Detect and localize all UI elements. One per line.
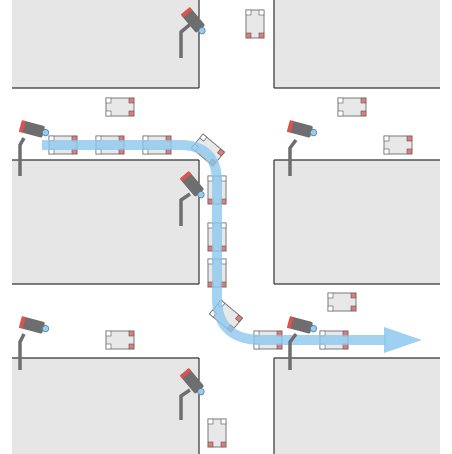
vehicle (383, 135, 413, 155)
vehicle (105, 330, 135, 350)
surveillance-camera-icon (179, 170, 205, 226)
building-block (273, 159, 440, 285)
building-block (273, 0, 440, 89)
vehicle (337, 97, 367, 117)
trajectory-arrowhead (384, 327, 422, 353)
cameras-layer (18, 6, 318, 420)
surveillance-camera-icon (179, 6, 206, 58)
building-block (12, 357, 200, 454)
surveillance-camera-icon (18, 120, 50, 176)
trajectory-path (42, 140, 386, 345)
surveillance-camera-icon (286, 120, 318, 176)
vehicle-trajectory (42, 140, 422, 353)
building-block (12, 159, 200, 285)
vehicle (245, 9, 265, 39)
surveillance-camera-icon (286, 316, 318, 370)
buildings-layer (12, 0, 440, 454)
vehicle (207, 418, 227, 448)
building-block (273, 357, 440, 454)
building-block (12, 0, 200, 89)
vehicle (327, 292, 357, 312)
surveillance-camera-icon (179, 367, 205, 420)
surveillance-camera-icon (18, 316, 50, 370)
vehicle (105, 97, 135, 117)
